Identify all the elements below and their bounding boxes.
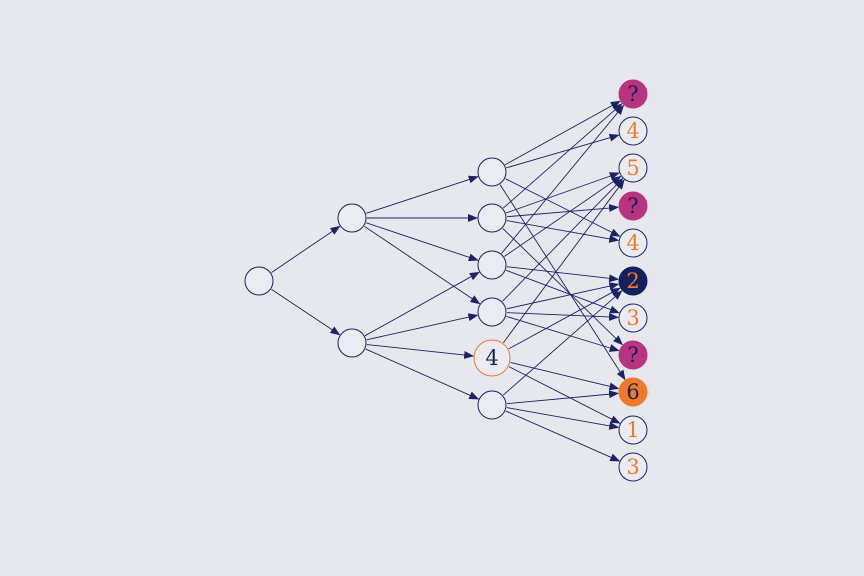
edge-l2c-l3c [504, 175, 622, 257]
edge-l1a-l2d [364, 225, 481, 305]
tree-node-l3e: 4 [618, 228, 648, 258]
edge-l2d-l3h [506, 315, 620, 352]
node-circle [618, 228, 648, 258]
edge-root-l1b [271, 288, 341, 336]
tree-node-l3j: 1 [618, 415, 648, 445]
node-circle [244, 266, 274, 296]
edge-layer [271, 100, 626, 462]
node-circle [337, 203, 367, 233]
node-circle [618, 191, 648, 221]
node-circle [477, 297, 507, 327]
node-label: ? [627, 343, 638, 367]
node-circle [477, 157, 507, 187]
edge-l1a-l2c [366, 222, 479, 262]
node-circle [477, 203, 507, 233]
node-circle [477, 250, 507, 280]
node-label: 5 [626, 156, 639, 180]
edge-l2a-l3a [504, 100, 621, 166]
node-circle [618, 340, 648, 370]
tree-node-l3i: 6 [618, 377, 648, 407]
node-label: 3 [626, 306, 639, 330]
edge-l2d-l3c [502, 178, 624, 302]
tree-node-l3h: ? [618, 340, 648, 370]
edge-l2f-l3f [502, 290, 623, 396]
node-circle [477, 390, 507, 420]
node-label: 3 [626, 455, 639, 479]
node-circle [473, 339, 511, 377]
edge-l1b-l2c [364, 271, 480, 337]
node-label: 4 [626, 119, 639, 143]
node-label: 4 [626, 231, 639, 255]
tree-node-l3b: 4 [618, 116, 648, 146]
tree-node-l2b [477, 203, 507, 233]
tree-node-l2c [477, 250, 507, 280]
edge-l1b-l2d [366, 313, 479, 341]
tree-node-l3f: 2 [618, 266, 648, 296]
node-circle [618, 303, 648, 333]
edge-l2b-l3a [502, 103, 623, 209]
tree-node-l3a: ? [618, 79, 648, 109]
edge-l2b-l3d [506, 204, 620, 218]
edge-l2a-l3i [499, 184, 626, 381]
edge-l2a-l3e [505, 178, 621, 237]
edge-l2f-l3k [505, 410, 621, 462]
node-circle [618, 415, 648, 445]
tree-node-l2e: 4 [473, 339, 511, 377]
node-circle [618, 116, 648, 146]
edge-l2e-l3c [502, 179, 625, 344]
tree-node-root [244, 266, 274, 296]
edge-l2e-l3j [508, 366, 621, 424]
node-circle [618, 79, 648, 109]
edge-l2b-l3h [502, 228, 623, 346]
edge-l1b-l2f [365, 348, 480, 400]
node-layer: 4? 4 5? 4 2 3? 6 1 3 [244, 79, 648, 482]
node-label: 4 [485, 346, 498, 370]
tree-node-l3c: 5 [618, 153, 648, 183]
tree-node-l3k: 3 [618, 452, 648, 482]
edge-l2e-l3f [508, 287, 621, 350]
node-circle [618, 452, 648, 482]
node-circle [337, 328, 367, 358]
node-label: ? [627, 194, 638, 218]
edge-l2c-l3g [505, 269, 620, 314]
node-label: ? [627, 82, 638, 106]
edge-l1a-l2a [366, 175, 479, 214]
node-circle [618, 377, 648, 407]
edge-l2b-l3c [505, 172, 620, 214]
tree-node-l3g: 3 [618, 303, 648, 333]
edge-l2d-l3f [506, 282, 620, 310]
edge-l2c-l3f [506, 266, 620, 283]
tree-node-l2f [477, 390, 507, 420]
node-label: 2 [626, 269, 639, 293]
tree-node-l1a [337, 203, 367, 233]
node-label: 6 [626, 380, 639, 404]
edge-l2c-l3a [501, 104, 625, 254]
node-circle [618, 266, 648, 296]
node-circle [618, 153, 648, 183]
tree-node-l1b [337, 328, 367, 358]
edge-l2e-l3i [510, 362, 620, 391]
tree-node-l3d: ? [618, 191, 648, 221]
node-label: 1 [626, 418, 639, 442]
edge-l2a-l3b [506, 133, 620, 169]
edge-root-l1a [271, 225, 341, 273]
edge-l1b-l2e [366, 344, 475, 359]
edge-l2b-l3e [506, 220, 620, 243]
tree-node-l2a [477, 157, 507, 187]
tree-node-l2d [477, 297, 507, 327]
edge-l2f-l3i [506, 390, 620, 405]
edge-l2f-l3j [506, 407, 620, 430]
